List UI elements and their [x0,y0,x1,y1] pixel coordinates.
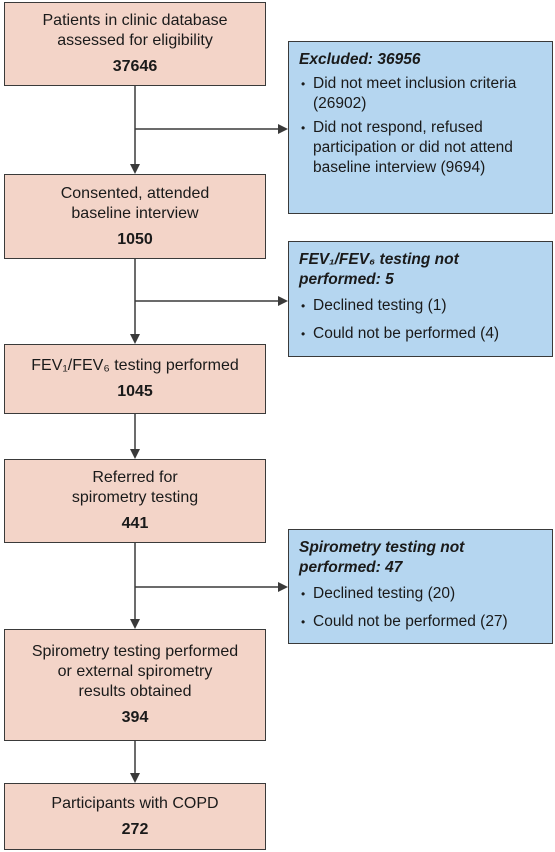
step-label-line: Spirometry testing performed [31,643,239,660]
exclusion-list: Declined testing (20) Could not be perfo… [299,584,542,632]
flow-step-referred: Referred for spirometry testing 441 [4,459,266,543]
step-label-line: Patients in clinic database [42,12,228,29]
exclusion-list: Did not meet inclusion criteria (26902) … [299,74,542,178]
exclusion-item: Did not meet inclusion criteria (26902) [299,74,542,114]
exclusion-box-fev-testing: FEV₁/FEV₆ testing not performed: 5 Decli… [288,241,553,357]
flow-step-copd: Participants with COPD 272 [4,783,266,850]
flow-step-spirometry-performed: Spirometry testing performed or external… [4,629,266,741]
step-count: 37646 [112,58,158,75]
exclusion-item: Declined testing (1) [299,296,542,316]
flow-step-baseline: Consented, attended baseline interview 1… [4,174,266,259]
exclusion-title-line: FEV₁/FEV₆ testing not [299,251,459,268]
exclusion-list: Declined testing (1) Could not be perfor… [299,296,542,344]
step-count: 394 [121,709,149,726]
exclusion-item: Could not be performed (4) [299,324,542,344]
step-count: 441 [121,515,149,532]
step-label-line: assessed for eligibility [57,32,213,49]
step-label-line: Referred for [92,469,178,486]
step-label-line: or external spirometry [57,663,213,680]
exclusion-title: Spirometry testing not performed: 47 [299,538,542,578]
step-count: 272 [121,820,149,838]
exclusion-title: FEV₁/FEV₆ testing not performed: 5 [299,250,542,290]
step-label-line: FEV₁/FEV₆ testing performed [31,357,239,374]
step-label-line: Participants with COPD [51,794,219,812]
exclusion-item: Declined testing (20) [299,584,542,604]
flow-step-eligibility: Patients in clinic database assessed for… [4,2,266,86]
exclusion-item: Did not respond, refused participation o… [299,118,542,178]
exclusion-title: Excluded: 36956 [299,51,421,68]
step-label-line: results obtained [78,683,192,700]
flow-step-fev-testing: FEV₁/FEV₆ testing performed 1045 [4,344,266,414]
exclusion-box-eligibility: Excluded: 36956 Did not meet inclusion c… [288,41,553,214]
exclusion-title-line: performed: 47 [299,559,403,576]
exclusion-title-line: performed: 5 [299,271,394,288]
step-label-line: baseline interview [71,204,199,222]
exclusion-item: Could not be performed (27) [299,612,542,632]
step-count: 1045 [117,383,153,400]
step-count: 1050 [117,230,153,248]
step-label-line: spirometry testing [71,489,199,506]
exclusion-title-line: Spirometry testing not [299,539,465,556]
exclusion-box-spirometry: Spirometry testing not performed: 47 Dec… [288,529,553,644]
step-label-line: Consented, attended [60,184,210,202]
